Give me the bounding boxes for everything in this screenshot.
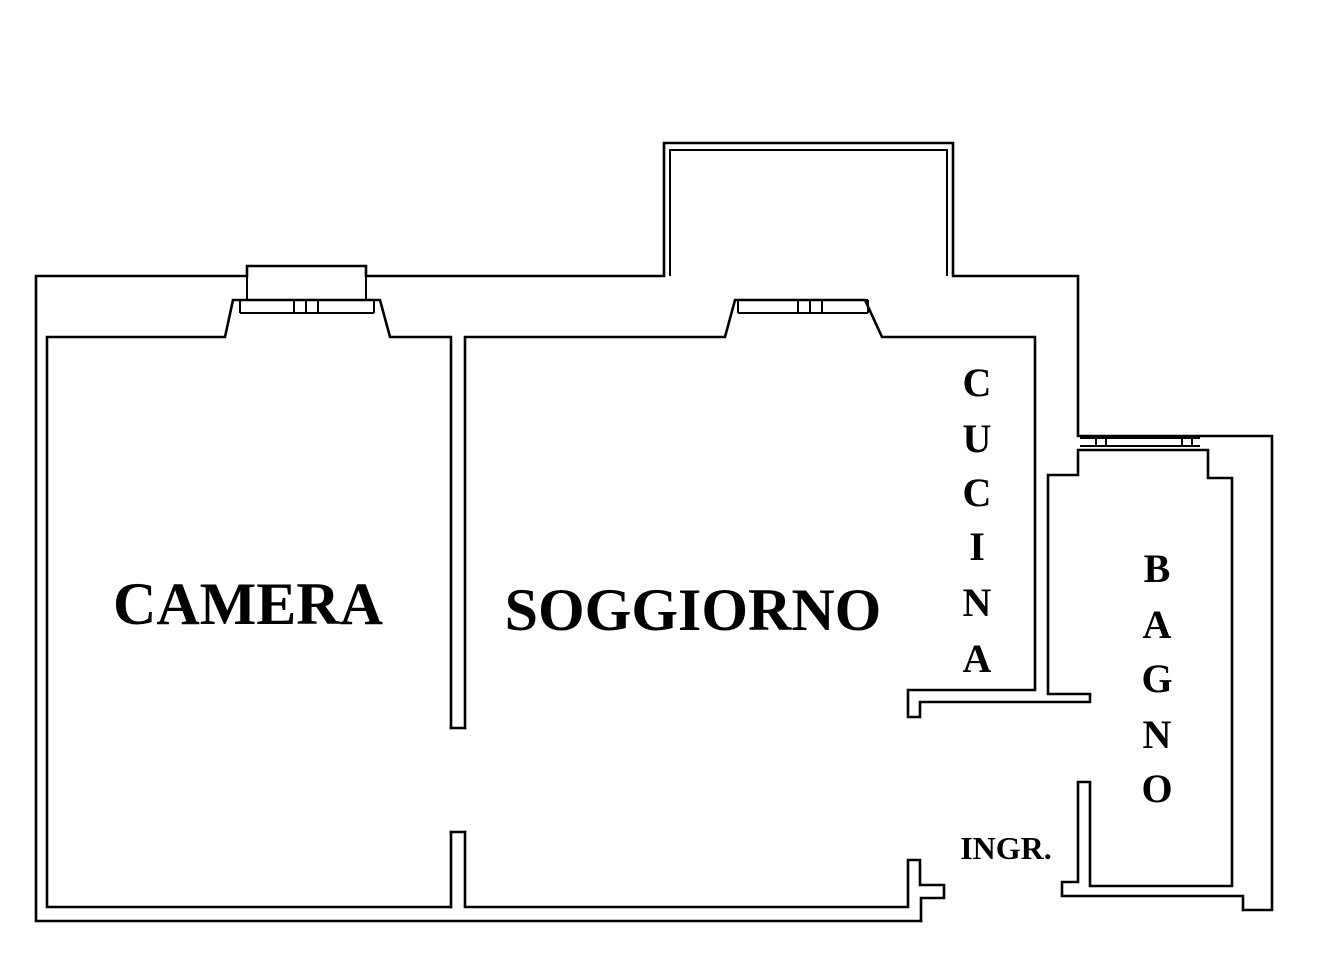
cucina-letter: I: [969, 524, 985, 569]
inner-wall: [45, 298, 1245, 923]
bagno-letter: A: [1143, 602, 1172, 647]
cucina-letter: U: [963, 416, 992, 461]
room-label-camera: CAMERA: [113, 571, 383, 637]
window-camera: [239, 265, 375, 314]
cucina-letter: A: [963, 636, 992, 681]
window-soggiorno: [737, 299, 869, 314]
cucina-letter: N: [963, 580, 992, 625]
cucina-letter: C: [963, 470, 992, 515]
room-label-bagno: B A G N O: [1141, 546, 1172, 811]
balcony: [669, 149, 948, 276]
bagno-letter: N: [1143, 712, 1172, 757]
room-label-soggiorno: SOGGIORNO: [505, 577, 882, 643]
bagno-letter: B: [1144, 546, 1171, 591]
room-label-ingresso: INGR.: [960, 830, 1052, 866]
cucina-letter: C: [963, 360, 992, 405]
bagno-letter: G: [1141, 656, 1172, 701]
room-label-cucina: C U C I N A: [963, 360, 992, 681]
outer-wall: [34, 141, 1274, 923]
bagno-letter: O: [1141, 766, 1172, 811]
window-bagno: [1080, 437, 1200, 447]
